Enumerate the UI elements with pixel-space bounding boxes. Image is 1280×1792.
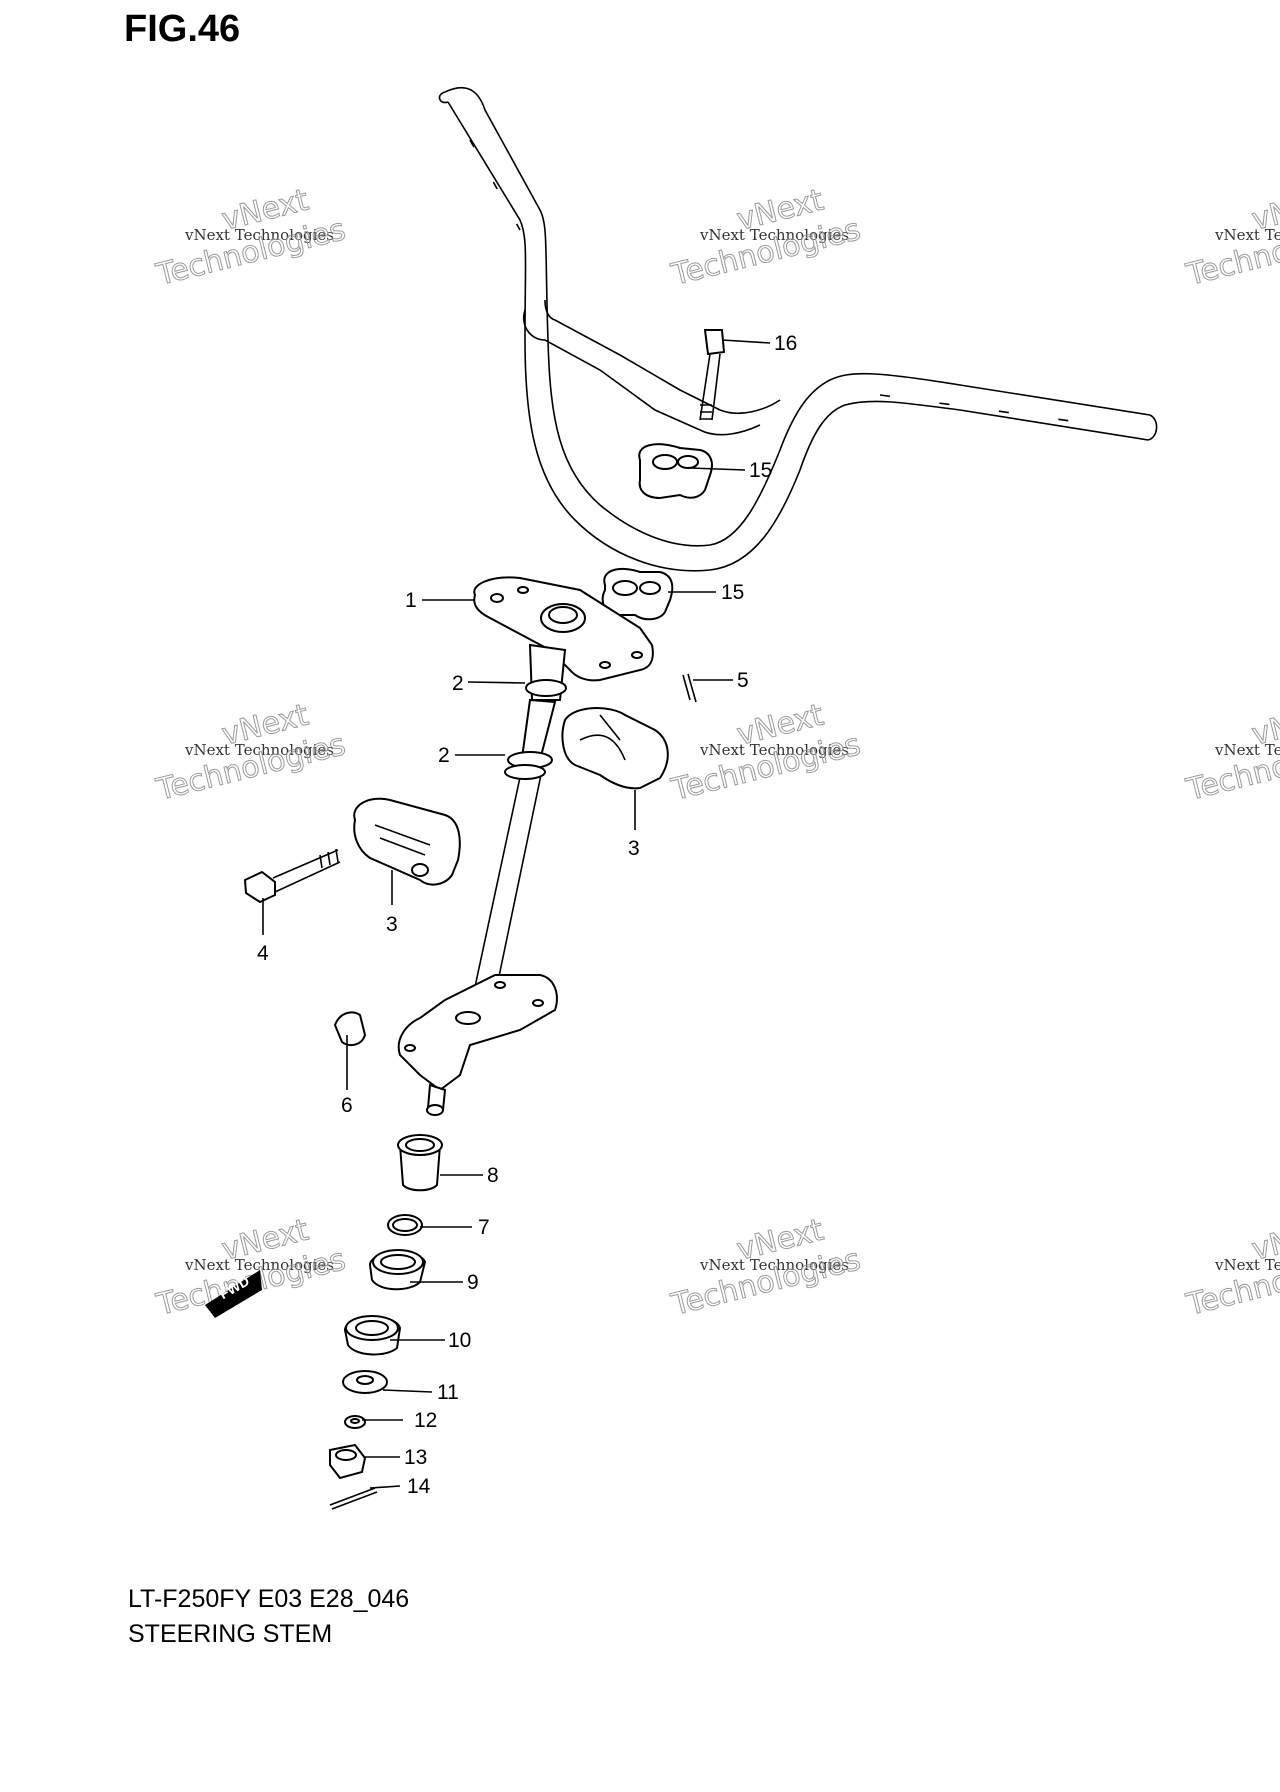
part-5-clip (682, 673, 697, 703)
handlebar (438, 86, 1158, 572)
callout-label: 1 (405, 589, 417, 612)
figure-title: FIG.46 (124, 8, 241, 50)
callout-label: 5 (737, 669, 749, 692)
callout-label: 15 (749, 459, 772, 482)
part-12-washer (344, 1415, 366, 1429)
callout-label: 7 (478, 1216, 490, 1239)
watermark-text: vNext Technologies (699, 226, 849, 244)
part-10-bearing (343, 1315, 402, 1356)
part-11-washer (342, 1370, 388, 1394)
part-8-bush (397, 1134, 443, 1192)
callout-label: 15 (721, 581, 744, 604)
part-4-bolt (243, 848, 341, 904)
fwd-arrow-badge: FWD (205, 1270, 262, 1318)
part-6-bushing (333, 1011, 367, 1047)
part-13-nut (329, 1443, 367, 1480)
lower-bracket (397, 974, 558, 1116)
model-code: LT-F250FY E03 E28_046 (128, 1585, 410, 1613)
part-14-cotter-pin (329, 1487, 378, 1510)
watermark-text: vNext Technologies (184, 741, 334, 759)
part-1-upper-bracket (473, 576, 654, 682)
callout-label: 12 (414, 1409, 437, 1432)
figure-name: STEERING STEM (128, 1620, 333, 1648)
part-15-upper-holder (638, 443, 713, 500)
callout-label: 14 (407, 1475, 431, 1498)
callouts: 16 15 15 1 5 2 2 3 3 4 6 8 7 9 10 11 12 … (257, 332, 797, 1498)
part-3-left-holder (353, 797, 461, 886)
watermark-text: vNext Technologies (699, 741, 849, 759)
part-15-lower-holder (601, 567, 674, 621)
part-3-right-holder (561, 707, 669, 790)
callout-label: 9 (467, 1271, 479, 1294)
part-7-o-ring (387, 1214, 423, 1236)
callout-label: 3 (628, 837, 640, 860)
callout-label: 6 (341, 1094, 353, 1117)
watermark-text: vNext Technologies (699, 1256, 849, 1274)
callout-label: 11 (437, 1381, 459, 1404)
callout-label: 4 (257, 942, 269, 965)
leader-lines (262, 339, 771, 1489)
watermark-text: vNext Technologies (184, 1256, 334, 1274)
callout-label: 2 (452, 672, 464, 695)
callout-label: 13 (404, 1446, 427, 1469)
watermark-text: vNext Technologies (184, 226, 334, 244)
callout-label: 3 (386, 913, 398, 936)
watermark-text: vNext Technologies (1214, 741, 1280, 759)
callout-label: 10 (448, 1329, 471, 1352)
watermark-text: vNext Technologies (1214, 226, 1280, 244)
callout-label: 16 (774, 332, 797, 355)
watermark-text: vNext Technologies (1214, 1256, 1280, 1274)
steering-shaft (469, 643, 567, 1011)
part-9-seal (368, 1249, 427, 1291)
part-16-bolt (699, 329, 726, 421)
callout-label: 2 (438, 744, 450, 767)
callout-label: 8 (487, 1164, 499, 1187)
